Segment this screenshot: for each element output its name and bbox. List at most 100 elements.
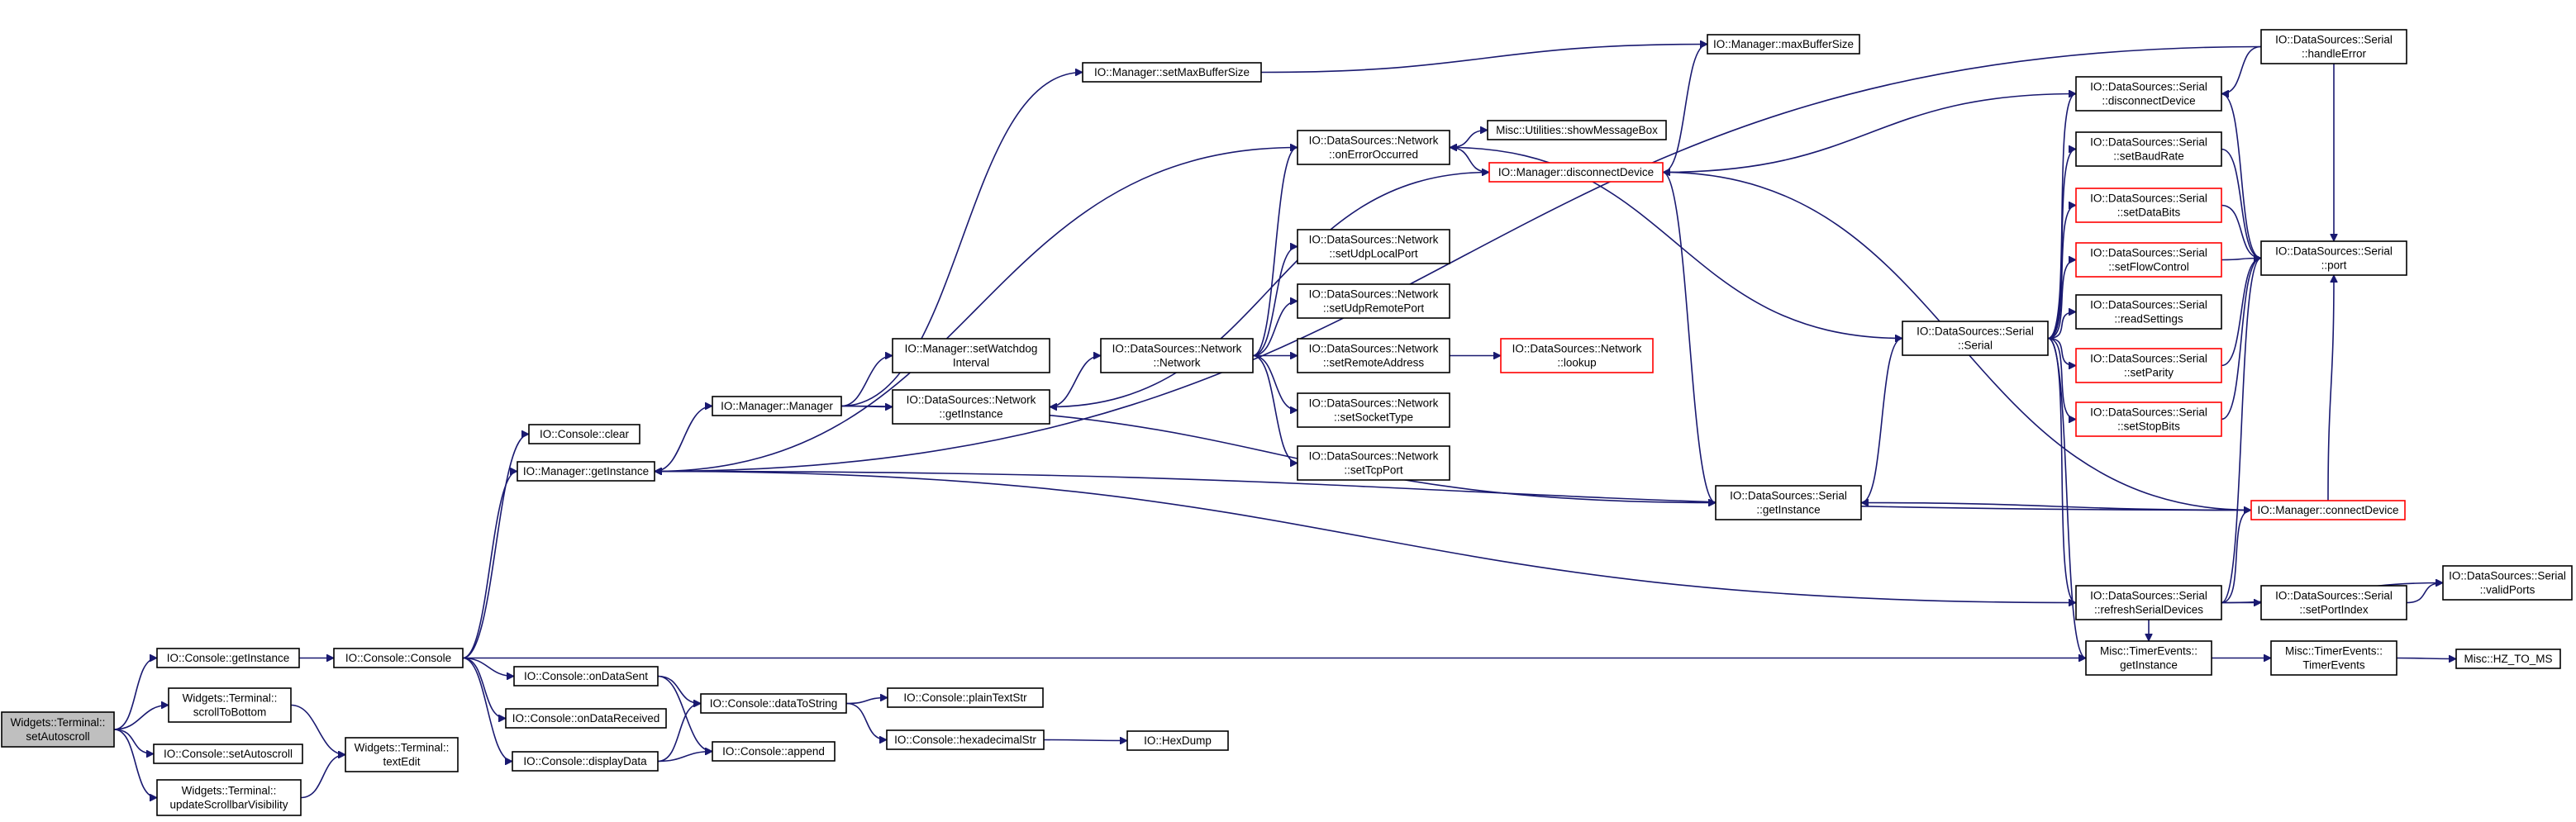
node-io-datasources-network-setsockettype[interactable]: IO::DataSources::Network::setSocketType xyxy=(1297,392,1450,428)
node-io-console-append[interactable]: IO::Console::append xyxy=(712,741,836,762)
node-io-datasources-network-setudplocalport[interactable]: IO::DataSources::Network::setUdpLocalPor… xyxy=(1297,229,1450,264)
node-misc-timerevents-timerevents[interactable]: Misc::TimerEvents::TimerEvents xyxy=(2270,640,2397,676)
node-box[interactable] xyxy=(712,741,836,762)
node-box[interactable] xyxy=(1297,338,1450,373)
node-io-datasources-network-setudpremoteport[interactable]: IO::DataSources::Network::setUdpRemotePo… xyxy=(1297,283,1450,319)
node-box[interactable] xyxy=(156,648,300,668)
node-box[interactable] xyxy=(1297,392,1450,428)
node-io-manager-maxbuffersize[interactable]: IO::Manager::maxBufferSize xyxy=(1707,34,1860,55)
node-box[interactable] xyxy=(1487,120,1667,140)
node-io-datasources-serial-refreshserialdevices[interactable]: IO::DataSources::Serial::refreshSerialDe… xyxy=(2075,585,2222,620)
node-io-datasources-serial-setportindex[interactable]: IO::DataSources::Serial::setPortIndex xyxy=(2260,585,2407,620)
node-box[interactable] xyxy=(1297,283,1450,319)
node-box[interactable] xyxy=(2085,640,2212,676)
node-box[interactable] xyxy=(156,779,302,816)
node-widgets-terminal-setautoscroll[interactable]: Widgets::Terminal::setAutoscroll xyxy=(1,711,115,748)
node-io-hexdump[interactable]: IO::HexDump xyxy=(1126,730,1229,751)
node-io-datasources-network-network[interactable]: IO::DataSources::Network::Network xyxy=(1100,338,1254,373)
node-box[interactable] xyxy=(1297,229,1450,264)
node-box[interactable] xyxy=(528,424,640,444)
node-io-console-displaydata[interactable]: IO::Console::displayData xyxy=(512,751,659,772)
node-box[interactable] xyxy=(168,687,292,723)
node-box[interactable] xyxy=(2075,401,2222,437)
node-box[interactable] xyxy=(2075,348,2222,383)
node-box[interactable] xyxy=(2442,565,2573,601)
node-misc-utilities-showmessagebox[interactable]: Misc::Utilities::showMessageBox xyxy=(1487,120,1667,140)
node-io-manager-getinstance[interactable]: IO::Manager::getInstance xyxy=(517,461,655,482)
node-box[interactable] xyxy=(892,338,1050,373)
node-box[interactable] xyxy=(712,396,842,416)
node-widgets-terminal-updatescrollbarvisibility[interactable]: Widgets::Terminal::updateScrollbarVisibi… xyxy=(156,779,302,816)
node-io-datasources-serial-disconnectdevice[interactable]: IO::DataSources::Serial::disconnectDevic… xyxy=(2075,76,2222,112)
node-io-console-datatostring[interactable]: IO::Console::dataToString xyxy=(700,693,847,714)
node-box[interactable] xyxy=(1082,62,1262,83)
node-box[interactable] xyxy=(2075,294,2222,330)
node-io-datasources-serial-setbaudrate[interactable]: IO::DataSources::Serial::setBaudRate xyxy=(2075,131,2222,167)
node-box[interactable] xyxy=(333,648,464,668)
node-box[interactable] xyxy=(517,461,655,482)
node-io-datasources-serial-getinstance[interactable]: IO::DataSources::Serial::getInstance xyxy=(1715,485,1862,520)
node-box[interactable] xyxy=(1902,321,2049,356)
node-box[interactable] xyxy=(1715,485,1862,520)
node-io-manager-disconnectdevice[interactable]: IO::Manager::disconnectDevice xyxy=(1488,162,1664,183)
node-widgets-terminal-scrolltobottom[interactable]: Widgets::Terminal::scrollToBottom xyxy=(168,687,292,723)
node-box[interactable] xyxy=(1126,730,1229,751)
node-misc-timerevents-getinstance[interactable]: Misc::TimerEvents::getInstance xyxy=(2085,640,2212,676)
node-box[interactable] xyxy=(513,666,659,687)
node-box[interactable] xyxy=(2260,29,2407,64)
node-box[interactable] xyxy=(892,389,1050,425)
node-box[interactable] xyxy=(1100,338,1254,373)
node-io-datasources-network-getinstance[interactable]: IO::DataSources::Network::getInstance xyxy=(892,389,1050,425)
node-io-manager-connectdevice[interactable]: IO::Manager::connectDevice xyxy=(2250,500,2406,520)
node-widgets-terminal-textedit[interactable]: Widgets::Terminal::textEdit xyxy=(345,737,459,772)
node-box[interactable] xyxy=(512,751,659,772)
node-io-datasources-network-onerroroccurred[interactable]: IO::DataSources::Network::onErrorOccurre… xyxy=(1297,130,1450,165)
node-io-datasources-network-lookup[interactable]: IO::DataSources::Network::lookup xyxy=(1500,338,1654,373)
node-io-datasources-serial-setstopbits[interactable]: IO::DataSources::Serial::setStopBits xyxy=(2075,401,2222,437)
node-io-datasources-serial-setparity[interactable]: IO::DataSources::Serial::setParity xyxy=(2075,348,2222,383)
node-box[interactable] xyxy=(2075,188,2222,223)
node-box[interactable] xyxy=(2270,640,2397,676)
node-box[interactable] xyxy=(2075,585,2222,620)
node-box[interactable] xyxy=(2260,585,2407,620)
node-box[interactable] xyxy=(345,737,459,772)
node-box[interactable] xyxy=(1488,162,1664,183)
node-io-datasources-serial-port[interactable]: IO::DataSources::Serial::port xyxy=(2260,240,2407,276)
node-io-console-plaintextstr[interactable]: IO::Console::plainTextStr xyxy=(887,687,1044,708)
node-box[interactable] xyxy=(2075,131,2222,167)
node-box[interactable] xyxy=(2250,500,2406,520)
node-box[interactable] xyxy=(1,711,115,748)
node-box[interactable] xyxy=(700,693,847,714)
node-box[interactable] xyxy=(1707,34,1860,55)
node-box[interactable] xyxy=(1297,130,1450,165)
node-io-datasources-network-settcpport[interactable]: IO::DataSources::Network::setTcpPort xyxy=(1297,445,1450,481)
node-io-manager-manager[interactable]: IO::Manager::Manager xyxy=(712,396,842,416)
node-box[interactable] xyxy=(887,687,1044,708)
node-io-datasources-serial-setflowcontrol[interactable]: IO::DataSources::Serial::setFlowControl xyxy=(2075,242,2222,278)
node-io-console-clear[interactable]: IO::Console::clear xyxy=(528,424,640,444)
node-io-datasources-serial-validports[interactable]: IO::DataSources::Serial::validPorts xyxy=(2442,565,2573,601)
node-box[interactable] xyxy=(2075,76,2222,112)
node-io-datasources-serial-setdatabits[interactable]: IO::DataSources::Serial::setDataBits xyxy=(2075,188,2222,223)
node-box[interactable] xyxy=(886,729,1045,750)
node-io-datasources-serial-serial[interactable]: IO::DataSources::Serial::Serial xyxy=(1902,321,2049,356)
node-box[interactable] xyxy=(1500,338,1654,373)
node-io-datasources-serial-readsettings[interactable]: IO::DataSources::Serial::readSettings xyxy=(2075,294,2222,330)
node-io-console-ondatasent[interactable]: IO::Console::onDataSent xyxy=(513,666,659,687)
node-box[interactable] xyxy=(153,744,303,764)
node-io-datasources-serial-handleerror[interactable]: IO::DataSources::Serial::handleError xyxy=(2260,29,2407,64)
node-box[interactable] xyxy=(1297,445,1450,481)
node-box[interactable] xyxy=(2075,242,2222,278)
node-box[interactable] xyxy=(505,708,667,729)
node-io-console-hexadecimalstr[interactable]: IO::Console::hexadecimalStr xyxy=(886,729,1045,750)
node-io-console-setautoscroll[interactable]: IO::Console::setAutoscroll xyxy=(153,744,303,764)
node-box[interactable] xyxy=(2260,240,2407,276)
node-io-console-getinstance[interactable]: IO::Console::getInstance xyxy=(156,648,300,668)
node-io-manager-setmaxbuffersize[interactable]: IO::Manager::setMaxBufferSize xyxy=(1082,62,1262,83)
node-io-console-console[interactable]: IO::Console::Console xyxy=(333,648,464,668)
node-io-datasources-network-setremoteaddress[interactable]: IO::DataSources::Network::setRemoteAddre… xyxy=(1297,338,1450,373)
node-box[interactable] xyxy=(2455,649,2561,669)
node-misc-hz-to-ms[interactable]: Misc::HZ_TO_MS xyxy=(2455,649,2561,669)
node-io-console-ondatareceived[interactable]: IO::Console::onDataReceived xyxy=(505,708,667,729)
